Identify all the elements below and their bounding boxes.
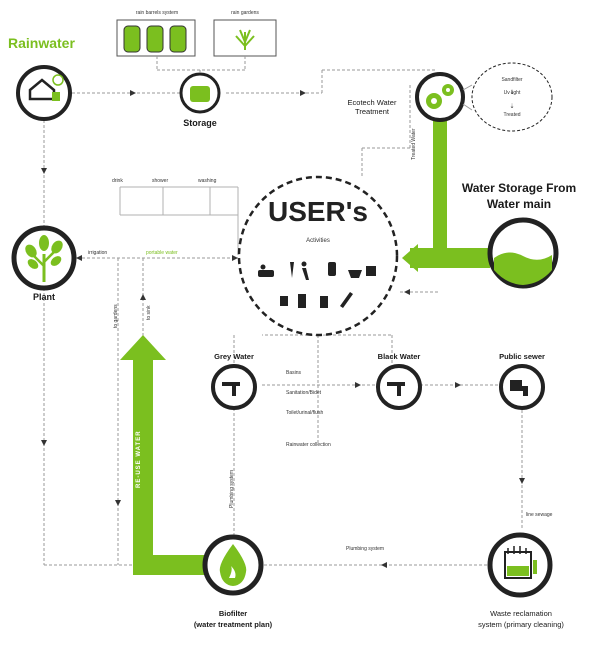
irrigation-label: irrigation — [88, 250, 108, 256]
activity-icons — [258, 261, 376, 308]
gears-icon — [426, 84, 454, 109]
treatment-step-3: Treated — [503, 112, 521, 118]
plant-label: Plant — [32, 292, 55, 302]
reclamation-tank-icon — [504, 546, 537, 579]
black-water-label: Black Water — [377, 352, 421, 361]
output-toilet: Toilet/urinal/flush — [286, 410, 324, 416]
output-sanitation: Sanitation/Bidet — [286, 390, 322, 396]
treatment-step-1: Sandfilter — [501, 77, 523, 83]
water-drop-icon — [219, 544, 247, 586]
treatment-step-2: Uv light — [503, 90, 521, 96]
grey-water-label: Grey Water — [214, 352, 254, 361]
line-sewage-label: line sewage — [526, 512, 553, 518]
users-subtitle: Activities — [306, 238, 330, 244]
arrow-markers — [41, 90, 525, 568]
users-activities-circle — [237, 175, 399, 337]
activity-branch — [119, 186, 239, 255]
svg-text:⇣: ⇣ — [509, 89, 514, 96]
storage-tank-icon — [190, 86, 210, 102]
rain-gardens-label: rain gardens — [231, 10, 259, 16]
output-rainwater-collection: Rainwater collection — [286, 442, 331, 448]
rain-barrels-label: rain barrels system — [135, 10, 179, 16]
portable-water-label: portable water — [146, 250, 178, 256]
grey-tap-icon — [222, 382, 240, 396]
plumbing-horizontal-label: Plumbing system — [346, 546, 385, 552]
black-tap-icon — [387, 382, 405, 396]
treatment-steps-bubble — [471, 62, 553, 132]
rainwater-node — [16, 65, 72, 121]
branch-shower: shower — [152, 178, 169, 184]
storage-label: Storage — [183, 118, 217, 128]
biofilter-label: Biofilter (water treatment plan) — [193, 609, 273, 629]
re-use-water-label: RE-USE WATER — [136, 430, 142, 488]
waste-reclamation-label: Waste reclamation system (primary cleani… — [478, 609, 564, 629]
barrel-icons — [123, 25, 187, 53]
tree-icon — [25, 235, 63, 282]
plumbing-vertical-label: Plumbing system — [229, 469, 235, 508]
diagram-title: Rainwater — [8, 35, 75, 51]
water-wave-icon — [494, 252, 552, 285]
to-sink-label: to sink — [146, 305, 152, 320]
green-flows — [120, 120, 490, 575]
treated-water-label: Treated Water — [411, 128, 417, 160]
ecotech-label: Ecotech Water Treatment — [347, 98, 397, 116]
sewer-pipe-icon — [510, 380, 528, 396]
output-basins: Basins — [286, 370, 302, 376]
garden-plant-icon — [235, 29, 255, 50]
branch-drink: drink — [112, 178, 123, 184]
svg-text:⇣: ⇣ — [509, 103, 514, 110]
to-gardens-label: to gardens — [113, 304, 119, 328]
branch-washing: washing — [198, 178, 217, 184]
house-icon — [28, 74, 64, 101]
users-title: USER's — [267, 196, 369, 227]
water-storage-label: Water Storage From Water main — [461, 181, 577, 211]
public-sewer-label: Public sewer — [499, 352, 545, 361]
